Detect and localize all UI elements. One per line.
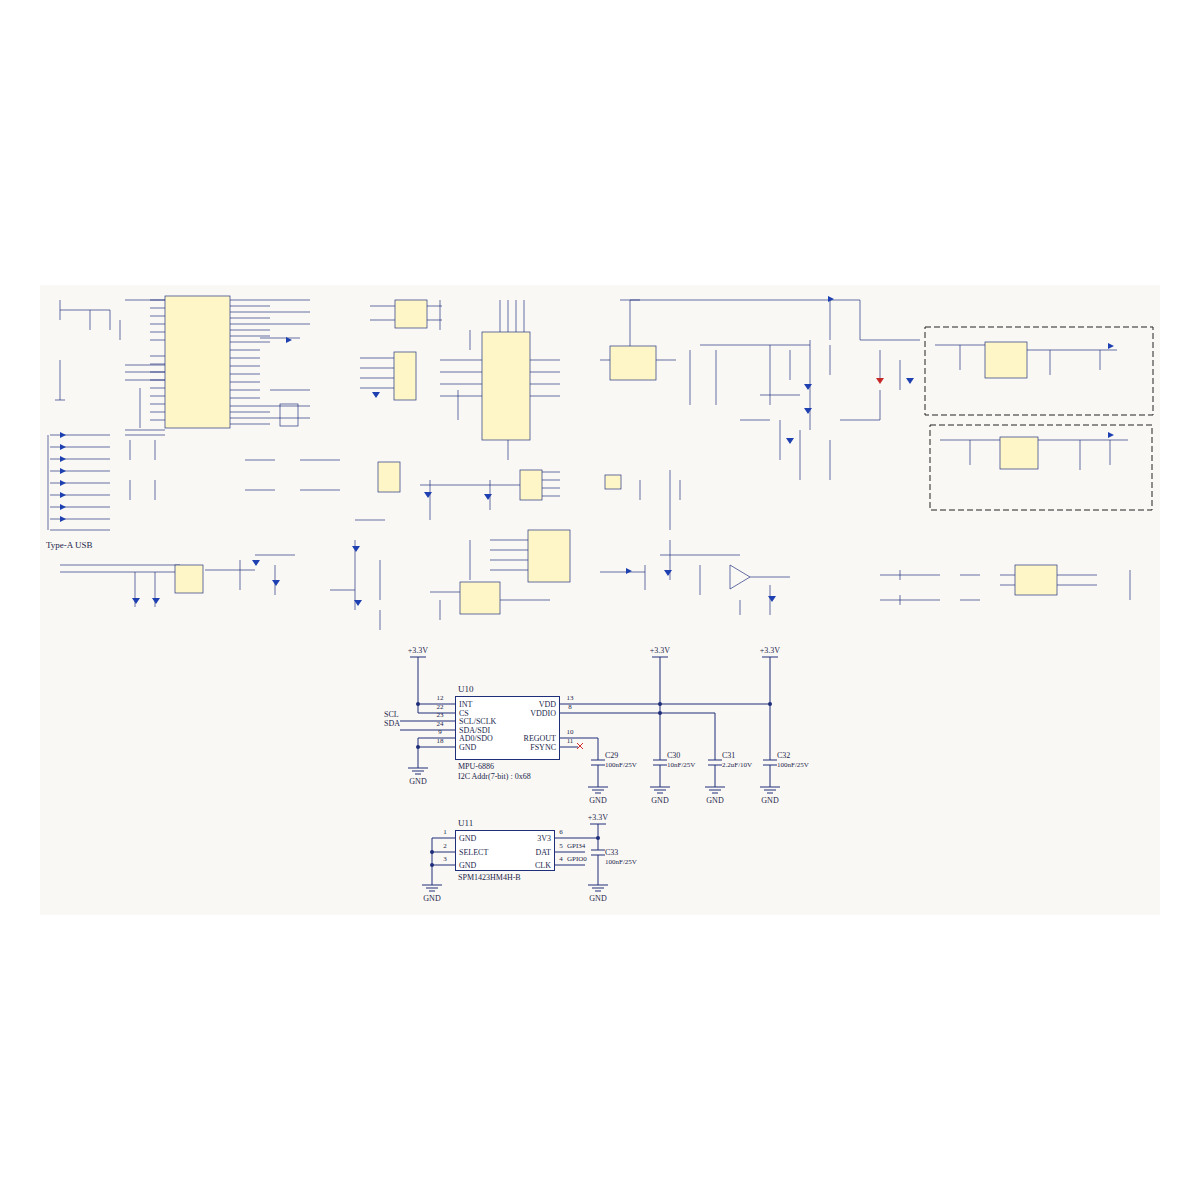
pin-number: 12: [437, 695, 444, 702]
part-ref: C32: [777, 752, 790, 760]
pin-number: 9: [438, 729, 442, 736]
power-label: +3.3V: [650, 647, 670, 655]
ground-label: GND: [651, 797, 668, 805]
pin-name: FSYNC: [530, 744, 556, 752]
part-ref: C30: [667, 752, 680, 760]
regulator-blocks: [925, 327, 1153, 510]
part-ref: U10: [458, 685, 474, 694]
part-ref: U11: [458, 819, 473, 828]
pin-number: 10: [567, 729, 574, 736]
pin-number: 24: [437, 721, 444, 728]
chip-box: U10INTCSSCL/SCLKSDA/SDIAD0/SDOGNDVDDVDDI…: [455, 696, 560, 760]
pin-number: 23: [437, 712, 444, 719]
pin-number: 3: [443, 856, 447, 863]
net-label: SDA: [384, 720, 400, 728]
net-label: GPI34: [567, 843, 585, 850]
power-label: +3.3V: [760, 647, 780, 655]
power-label: +3.3V: [588, 814, 608, 822]
pin-name: AD0/SDO: [459, 735, 493, 743]
pin-name: CLK: [535, 862, 551, 870]
ground-label: GND: [706, 797, 723, 805]
part-ref: C31: [722, 752, 735, 760]
upper-schematic: [48, 296, 1130, 630]
pin-name: CS: [459, 710, 469, 718]
pin-number: 6: [559, 829, 563, 836]
sheet-ground: [40, 285, 1160, 915]
pin-number: 2: [443, 843, 447, 850]
part-value: 100nF/25V: [605, 859, 637, 866]
pin-number: 11: [567, 738, 574, 745]
pin-number: 1: [443, 829, 447, 836]
pin-number: 18: [437, 738, 444, 745]
pin-number: 4: [559, 856, 563, 863]
pin-name: 3V3: [537, 835, 551, 843]
imu-wiring: [400, 657, 780, 793]
section-title: Type-A USB: [46, 541, 93, 550]
pin-number: 5: [559, 843, 563, 850]
part-ref: C33: [605, 849, 618, 857]
chip-box: U11GNDSELECTGND3V3DATCLKSPM1423HM4H-B: [455, 830, 555, 871]
ground-label: GND: [409, 778, 426, 786]
ground-label: GND: [423, 895, 440, 903]
pin-name: SCL/SCLK: [459, 718, 496, 726]
pin-name: GND: [459, 744, 476, 752]
part-value: 10nF/25V: [667, 762, 695, 769]
part-value: 100nF/25V: [777, 762, 809, 769]
ground-label: GND: [761, 797, 778, 805]
pin-name: INT: [459, 701, 472, 709]
part-value: 100nF/25V: [605, 762, 637, 769]
junction-dots: [416, 702, 772, 867]
power-label: +3.3V: [408, 647, 428, 655]
ground-label: GND: [589, 895, 606, 903]
ground-label: GND: [589, 797, 606, 805]
pin-name: GND: [459, 835, 476, 843]
mic-wiring: [422, 824, 608, 891]
pin-number: 13: [567, 695, 574, 702]
part-name: SPM1423HM4H-B: [458, 874, 521, 882]
net-label: SCL: [384, 711, 399, 719]
pin-name: GND: [459, 862, 476, 870]
net-label: GPIO0: [567, 856, 587, 863]
diode-symbols: [60, 296, 1114, 606]
part-ref: C29: [605, 752, 618, 760]
pin-name: DAT: [535, 849, 551, 857]
part-value: 2.2uF/10V: [722, 762, 752, 769]
pin-name: VDDIO: [530, 710, 556, 718]
pin-number: 22: [437, 704, 444, 711]
pin-name: SELECT: [459, 849, 488, 857]
part-note: I2C Addr(7-bit) : 0x68: [458, 773, 531, 781]
pin-name: REGOUT: [524, 735, 556, 743]
part-name: MPU-6886: [458, 763, 494, 771]
pin-number: 8: [568, 704, 572, 711]
pin-name: SDA/SDI: [459, 727, 490, 735]
pin-name: VDD: [539, 701, 556, 709]
